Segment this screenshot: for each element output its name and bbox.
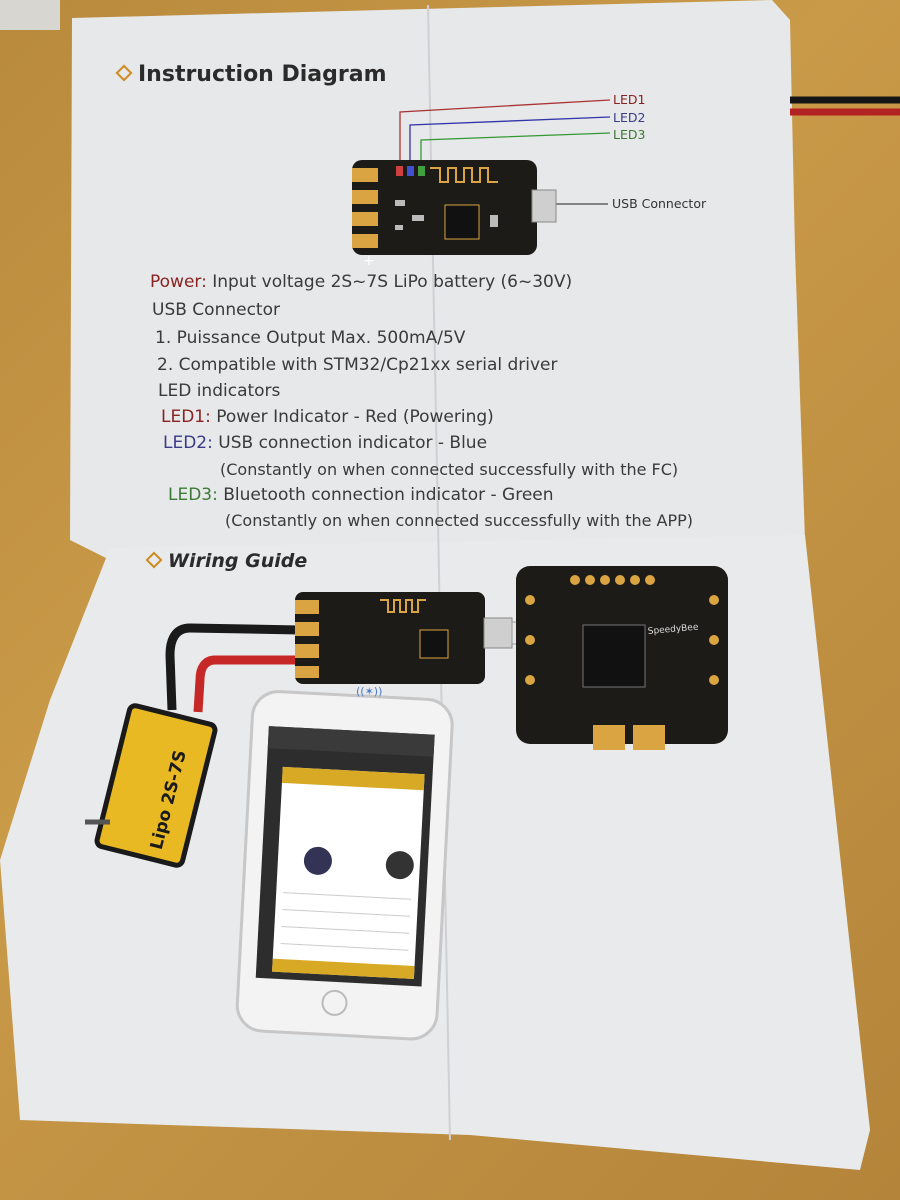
usb-item-1: 1. Puissance Output Max. 500mA/5V (155, 328, 466, 348)
instruction-title: Instruction Diagram (115, 62, 387, 87)
led3-callout: LED3 (613, 127, 646, 142)
led1-callout: LED1 (613, 92, 646, 107)
led2-line: LED2: USB connection indicator - Blue (163, 433, 487, 453)
led2-note: (Constantly on when connected successful… (220, 460, 679, 479)
led3-note: (Constantly on when connected successful… (225, 511, 694, 530)
led1-text: Power Indicator - Red (Powering) (210, 407, 494, 427)
wiring-title: Wiring Guide (145, 550, 307, 572)
led2-label: LED2: (163, 433, 213, 453)
usb-item-2: 2. Compatible with STM32/Cp21xx serial d… (157, 355, 558, 375)
svg-text:+: + (363, 253, 375, 269)
svg-text:SpeedyBee: SpeedyBee (647, 623, 699, 637)
receiver-board-diagram: + (352, 99, 611, 269)
led3-line: LED3: Bluetooth connection indicator - G… (168, 485, 554, 505)
led-heading: LED indicators (158, 381, 281, 401)
svg-text:((✶)): ((✶)) (356, 685, 382, 698)
power-text: Input voltage 2S~7S LiPo battery (6~30V) (206, 272, 573, 292)
usb-callout: USB Connector (612, 196, 707, 211)
led3-label: LED3: (168, 485, 218, 505)
led2-callout: LED2 (613, 110, 646, 125)
led1-line: LED1: Power Indicator - Red (Powering) (161, 407, 494, 427)
led1-label: LED1: (161, 407, 211, 427)
power-label: Power: (150, 272, 207, 292)
power-line: Power: Input voltage 2S~7S LiPo battery … (150, 272, 572, 292)
led2-text: USB connection indicator - Blue (212, 433, 488, 453)
led3-text: Bluetooth connection indicator - Green (217, 485, 554, 505)
usb-heading: USB Connector (152, 300, 280, 320)
